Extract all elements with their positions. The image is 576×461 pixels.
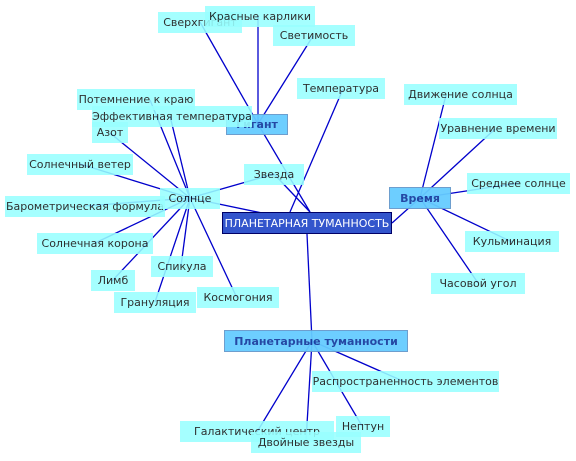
node-equation-of-time[interactable]: Уравнение времени bbox=[439, 118, 557, 139]
link-sun-cosmogony bbox=[189, 197, 238, 299]
link-root-nebulae bbox=[306, 233, 313, 342]
node-granulation[interactable]: Грануляция bbox=[114, 292, 196, 313]
link-sun-granulation bbox=[154, 197, 191, 303]
link-giant-luminosity bbox=[257, 35, 314, 125]
link-time-sun-motion bbox=[419, 94, 447, 199]
node-neptune[interactable]: Нептун bbox=[336, 416, 390, 437]
node-binary-stars[interactable]: Двойные звезды bbox=[251, 432, 361, 453]
node-temperature[interactable]: Температура bbox=[297, 78, 385, 99]
node-sun-motion[interactable]: Движение солнца bbox=[404, 84, 517, 105]
link-time-equation bbox=[419, 128, 496, 199]
node-planetary-nebulae[interactable]: Планетарные туманности bbox=[224, 330, 408, 352]
node-limb[interactable]: Лимб bbox=[91, 270, 135, 291]
link-sun-spicules bbox=[180, 197, 191, 267]
node-hour-angle[interactable]: Часовой угол bbox=[431, 273, 525, 294]
node-luminosity[interactable]: Светимость bbox=[273, 25, 355, 46]
link-root-temperature bbox=[289, 88, 344, 213]
link-time-hour-angle bbox=[419, 197, 479, 284]
link-nebulae-galactic bbox=[256, 340, 313, 433]
node-barometric-formula[interactable]: Барометрическая формула bbox=[5, 196, 165, 217]
node-culmination[interactable]: Кульминация bbox=[465, 231, 559, 252]
node-solar-corona[interactable]: Солнечная корона bbox=[37, 233, 153, 254]
node-mean-sun[interactable]: Среднее солнце bbox=[467, 173, 570, 194]
node-effective-temperature[interactable]: Эффективная температура bbox=[92, 106, 252, 127]
link-sun-nitrogen bbox=[109, 132, 191, 199]
node-sun[interactable]: Солнце bbox=[160, 188, 220, 209]
node-element-abundance[interactable]: Распространенность элементов bbox=[312, 371, 499, 392]
node-cosmogony[interactable]: Космогония bbox=[197, 287, 279, 308]
node-time[interactable]: Время bbox=[389, 187, 451, 209]
link-sun-effective-temp bbox=[169, 115, 191, 199]
node-red-dwarfs[interactable]: Красные карлики bbox=[205, 6, 315, 27]
node-spicules[interactable]: Спикула bbox=[151, 256, 213, 277]
node-nitrogen[interactable]: Азот bbox=[92, 122, 128, 143]
node-solar-wind[interactable]: Солнечный ветер bbox=[27, 154, 133, 175]
node-root[interactable]: ПЛАНЕТАРНАЯ ТУМАННОСТЬ bbox=[222, 212, 392, 234]
node-limb-darkening[interactable]: Потемнение к краю bbox=[77, 89, 195, 110]
node-star[interactable]: Звезда bbox=[244, 164, 304, 185]
